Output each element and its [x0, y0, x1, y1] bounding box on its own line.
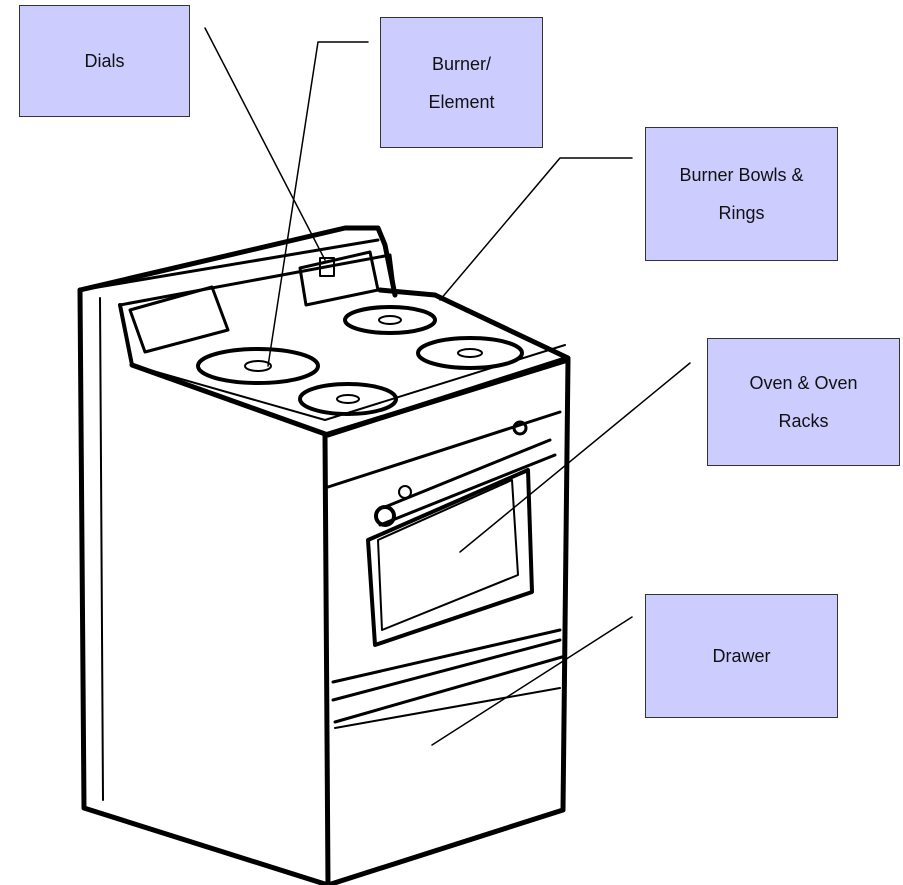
cooktop-surface — [129, 287, 571, 438]
label-burner-bowls-rings: Burner Bowls & Rings — [645, 127, 838, 261]
burner-back-right — [416, 336, 524, 370]
oven-window-inner — [377, 479, 519, 631]
label-drawer: Drawer — [645, 594, 838, 718]
oven-handle-end-right — [512, 420, 528, 436]
stove-side-edge — [99, 297, 104, 801]
oven-window — [366, 468, 534, 647]
left-control-window — [128, 285, 230, 354]
leader-burner-element — [267, 41, 369, 367]
leader-burner-bowls — [439, 157, 633, 301]
burner-front-left — [196, 347, 320, 385]
leader-oven-racks — [459, 362, 691, 553]
stove-side-panel — [77, 287, 331, 885]
drawer-bottom — [334, 687, 561, 729]
backguard-front-edge — [118, 253, 397, 307]
cooktop-front-lip — [131, 344, 566, 421]
oven-handle-end-left — [374, 505, 396, 527]
right-control-window — [298, 250, 380, 307]
oven-door-bottom-edge — [331, 628, 562, 684]
backguard — [77, 225, 398, 298]
label-oven-racks: Oven & Oven Racks — [707, 338, 900, 466]
burner-back-left — [343, 305, 437, 335]
backguard-lower — [118, 303, 134, 367]
drawer-mid — [333, 655, 564, 724]
leader-drawer — [431, 616, 633, 746]
backguard-top — [78, 238, 380, 292]
burner-front-right — [298, 382, 398, 416]
oven-handle — [378, 438, 557, 527]
dial-marker — [319, 257, 335, 277]
drawer-top — [331, 638, 562, 702]
label-burner-element: Burner/ Element — [380, 17, 543, 148]
oven-door-top-edge — [326, 410, 562, 489]
leader-dials — [204, 27, 326, 261]
label-dials: Dials — [19, 5, 190, 117]
